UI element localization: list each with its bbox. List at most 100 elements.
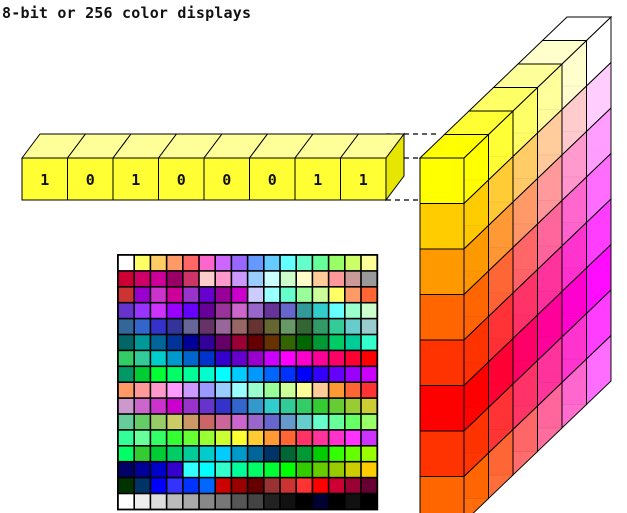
palette-swatch xyxy=(297,478,312,492)
palette-swatch xyxy=(216,288,231,302)
palette-swatch xyxy=(119,367,134,381)
palette-swatch xyxy=(119,399,134,413)
palette-swatch xyxy=(119,256,134,270)
palette-swatch xyxy=(167,399,182,413)
palette-swatch xyxy=(119,447,134,461)
palette-swatch xyxy=(281,319,296,333)
palette-swatch xyxy=(232,272,247,286)
palette-swatch xyxy=(151,494,166,508)
palette-swatch xyxy=(265,272,280,286)
palette-swatch xyxy=(297,367,312,381)
palette-swatch xyxy=(216,319,231,333)
cube-front-cell xyxy=(420,295,464,341)
palette-swatch xyxy=(216,415,231,429)
palette-swatch xyxy=(119,478,134,492)
bit-value: 1 xyxy=(131,171,140,189)
palette-swatch xyxy=(329,415,344,429)
palette-swatch xyxy=(265,256,280,270)
palette-swatch xyxy=(184,431,199,445)
palette-swatch xyxy=(200,415,215,429)
palette-swatch xyxy=(329,478,344,492)
cube-front-cell xyxy=(420,386,464,432)
palette-swatch xyxy=(216,256,231,270)
palette-swatch xyxy=(184,415,199,429)
palette-swatch xyxy=(167,256,182,270)
palette-swatch xyxy=(248,319,263,333)
palette-swatch xyxy=(362,288,377,302)
palette-swatch xyxy=(329,351,344,365)
palette-swatch xyxy=(151,463,166,477)
palette-swatch xyxy=(200,399,215,413)
palette-swatch xyxy=(151,304,166,318)
palette-swatch xyxy=(248,478,263,492)
bit-value: 0 xyxy=(86,171,95,189)
palette-swatch xyxy=(167,447,182,461)
palette-swatch xyxy=(119,494,134,508)
palette-swatch xyxy=(346,319,361,333)
bit-value: 0 xyxy=(177,171,186,189)
bit-value: 1 xyxy=(40,171,49,189)
palette-swatch xyxy=(232,447,247,461)
palette-swatch xyxy=(232,288,247,302)
palette-swatch xyxy=(346,463,361,477)
palette-swatch xyxy=(151,478,166,492)
palette-swatch xyxy=(135,304,150,318)
palette-swatch xyxy=(216,367,231,381)
palette-swatch xyxy=(329,304,344,318)
palette-swatch xyxy=(346,478,361,492)
palette-swatch xyxy=(135,351,150,365)
palette-swatch xyxy=(151,399,166,413)
palette-swatch xyxy=(184,383,199,397)
palette-swatch xyxy=(313,304,328,318)
palette-swatch xyxy=(184,367,199,381)
palette-swatch xyxy=(248,351,263,365)
palette-swatch xyxy=(135,463,150,477)
palette-swatch xyxy=(329,335,344,349)
palette-swatch xyxy=(135,447,150,461)
palette-swatch xyxy=(329,431,344,445)
palette-swatch xyxy=(265,399,280,413)
palette-swatch xyxy=(362,256,377,270)
palette-swatch xyxy=(362,415,377,429)
palette-swatch xyxy=(329,447,344,461)
palette-swatch xyxy=(362,272,377,286)
palette-swatch xyxy=(167,351,182,365)
palette-swatch xyxy=(135,335,150,349)
palette-swatch xyxy=(329,463,344,477)
palette-swatch xyxy=(297,415,312,429)
palette-swatch xyxy=(167,415,182,429)
palette-swatch xyxy=(281,399,296,413)
palette-swatch xyxy=(216,494,231,508)
palette-swatch xyxy=(232,319,247,333)
palette-swatch xyxy=(200,431,215,445)
palette-swatch xyxy=(200,447,215,461)
palette-swatch xyxy=(362,319,377,333)
palette-swatch xyxy=(119,431,134,445)
palette-swatch xyxy=(200,463,215,477)
palette-swatch xyxy=(200,383,215,397)
palette-swatch xyxy=(346,447,361,461)
palette-swatch xyxy=(216,478,231,492)
palette-grid-256 xyxy=(117,254,378,510)
palette-swatch xyxy=(216,272,231,286)
palette-swatch xyxy=(232,304,247,318)
palette-swatch xyxy=(135,288,150,302)
palette-swatch xyxy=(313,494,328,508)
palette-swatch xyxy=(362,383,377,397)
palette-swatch xyxy=(119,463,134,477)
palette-swatch xyxy=(265,304,280,318)
palette-swatch xyxy=(119,415,134,429)
palette-swatch xyxy=(265,367,280,381)
color-cube-stack xyxy=(420,17,611,513)
palette-swatch xyxy=(281,335,296,349)
palette-swatch xyxy=(265,494,280,508)
palette-swatch xyxy=(184,288,199,302)
palette-swatch xyxy=(248,256,263,270)
palette-swatch xyxy=(119,351,134,365)
palette-swatch xyxy=(200,367,215,381)
palette-swatch xyxy=(248,288,263,302)
palette-swatch xyxy=(313,335,328,349)
palette-swatch xyxy=(216,447,231,461)
palette-swatch xyxy=(265,335,280,349)
palette-swatch xyxy=(167,383,182,397)
